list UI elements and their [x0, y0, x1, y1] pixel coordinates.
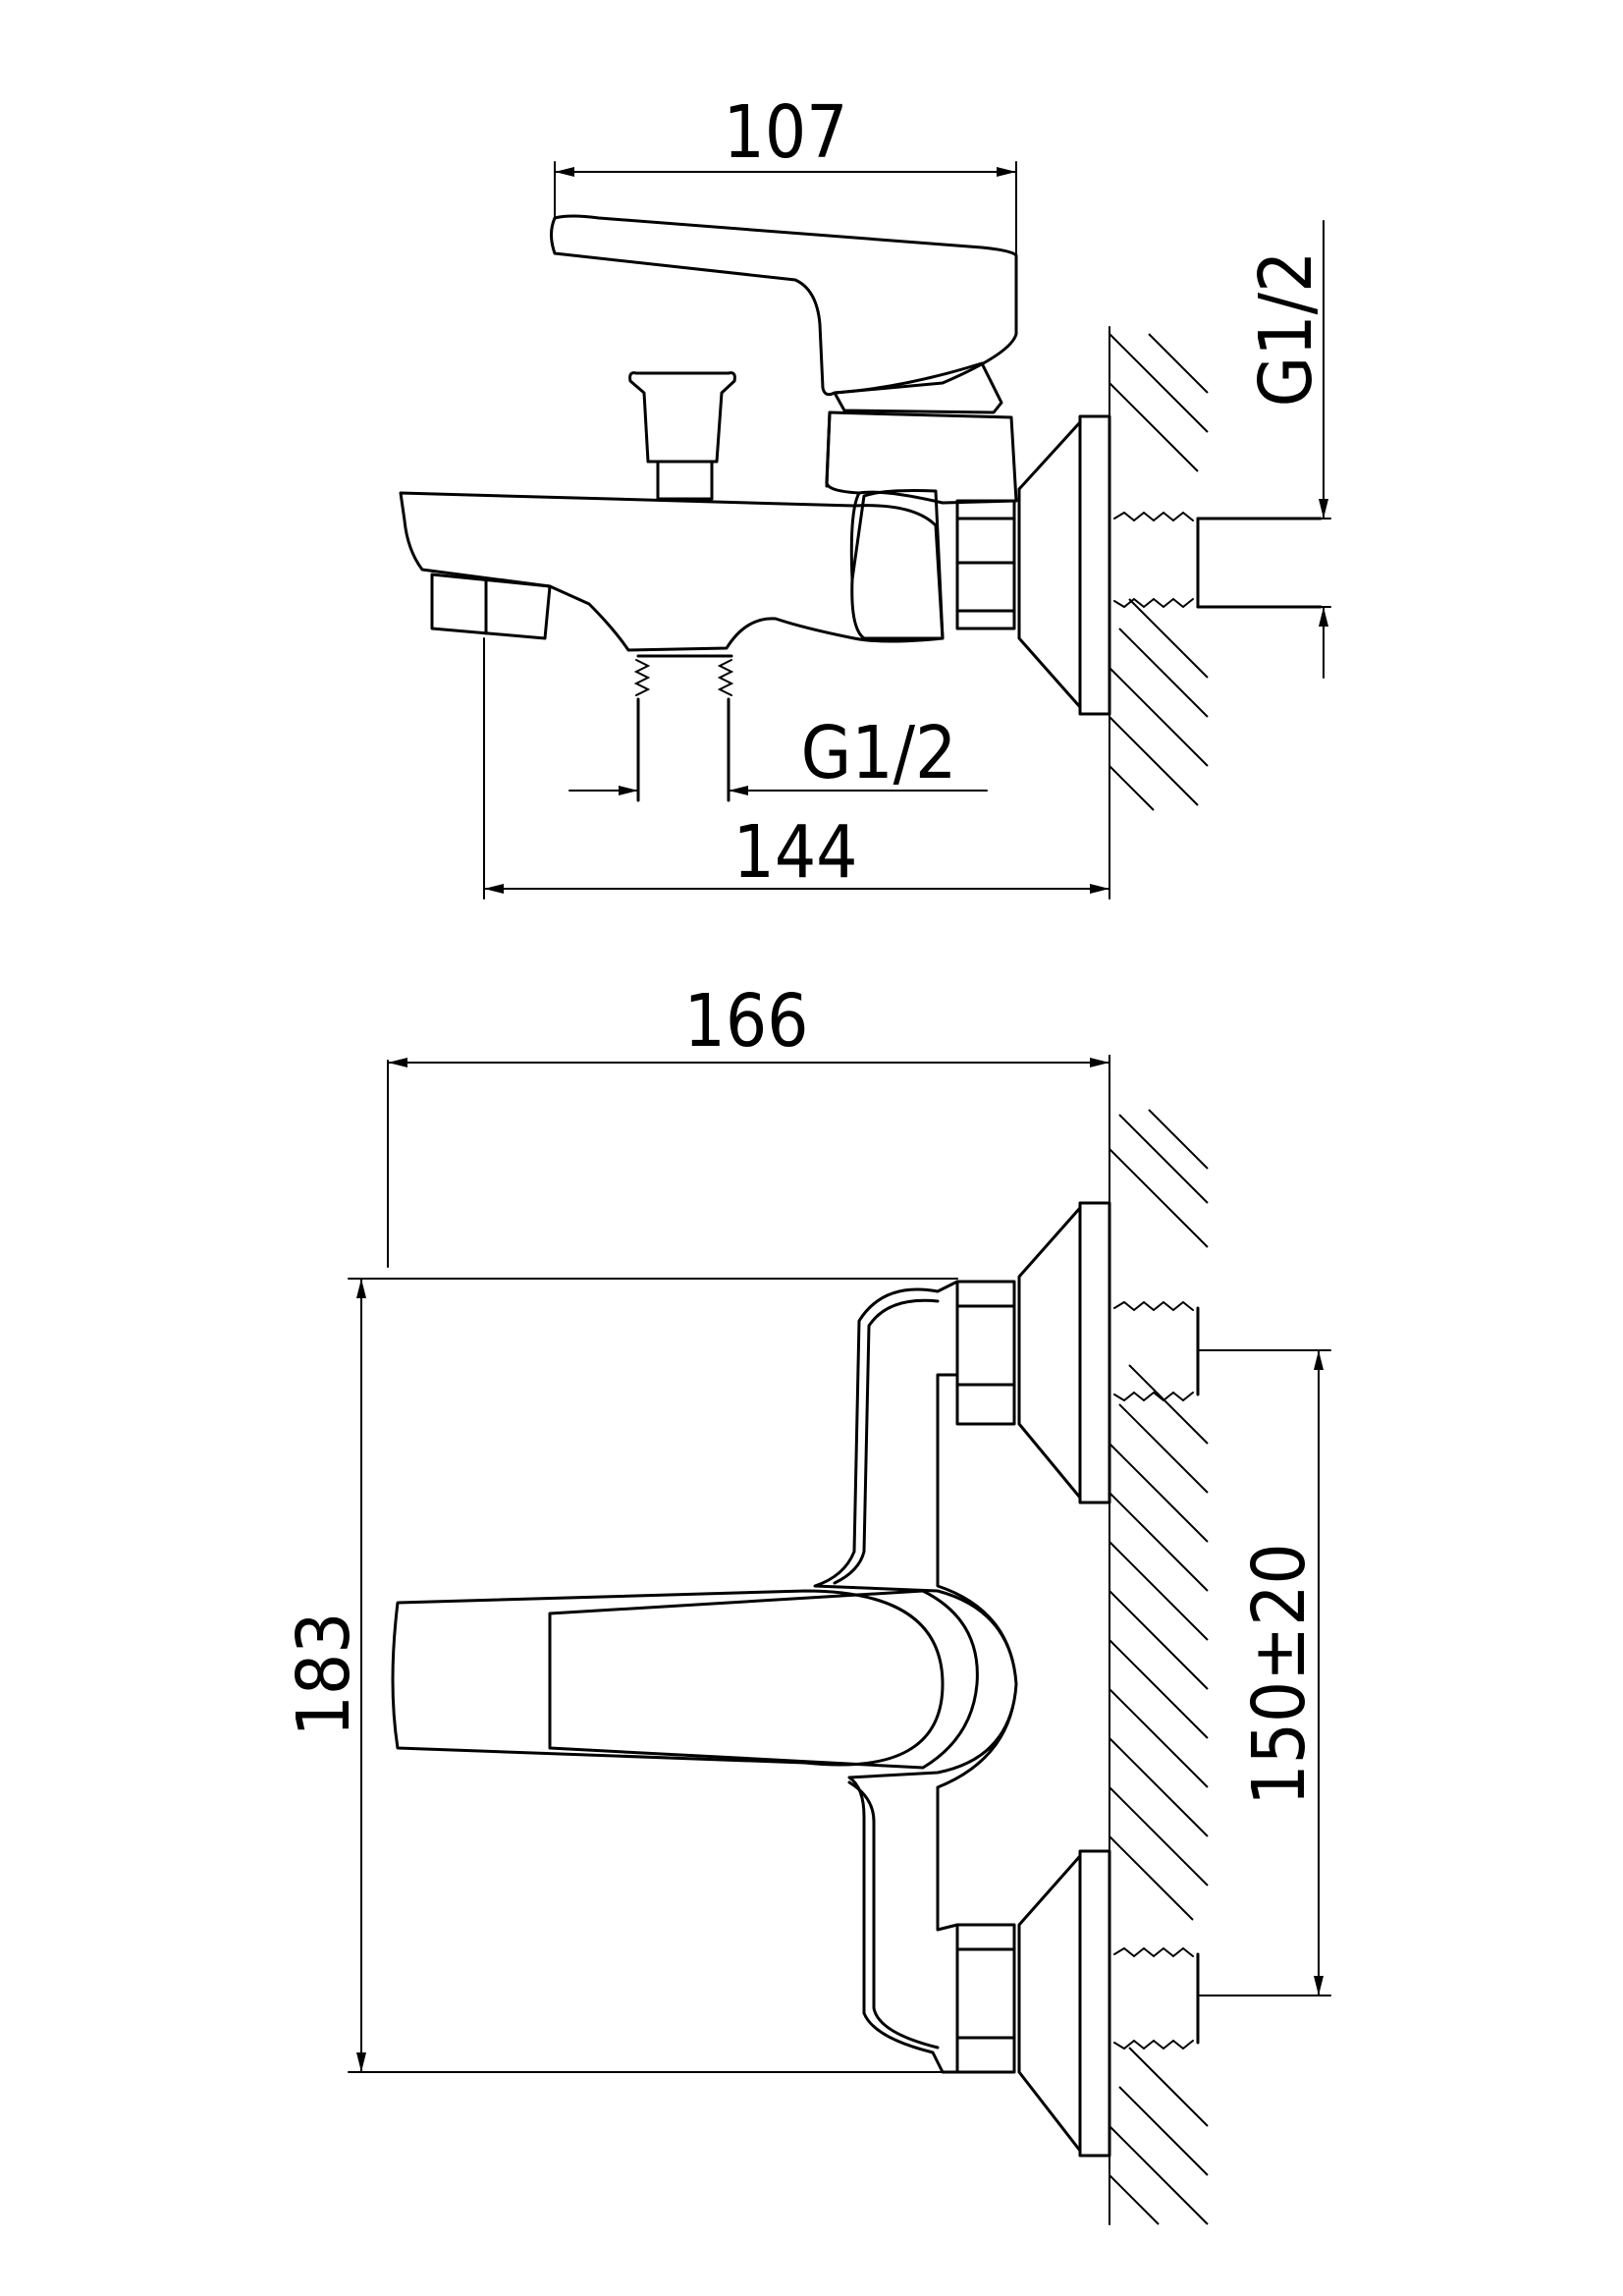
side-diverter-knob [628, 371, 736, 501]
dim-front-centers: 150±20 [1197, 1349, 1331, 1996]
side-wall-flange [1017, 414, 1111, 716]
front-lever-handle [391, 1589, 979, 1770]
side-inlet-nut [955, 499, 1016, 630]
dim-side-wall-thread: G1/2 [1244, 220, 1331, 679]
side-view: 107 G1/2 G1/2 144 [399, 90, 1331, 900]
side-inlet-thread [1113, 511, 1323, 609]
front-mixer-body [813, 1280, 1018, 2074]
side-outlet-thread [633, 654, 734, 802]
side-mixer-body [399, 410, 1018, 652]
front-upper-flange [955, 1201, 1200, 1504]
dim-label-166: 166 [683, 979, 808, 1064]
dim-label-107: 107 [723, 90, 847, 175]
front-view: 166 183 150±20 [282, 979, 1331, 2225]
dim-label-183: 183 [282, 1612, 366, 1736]
side-lever-handle [550, 214, 1018, 414]
dim-side-projection: 144 [483, 637, 1110, 900]
dim-label-150-20: 150±20 [1237, 1543, 1322, 1806]
dim-label-144: 144 [732, 810, 857, 895]
dim-side-outlet-thread: G1/2 [568, 711, 988, 795]
dim-front-width: 166 [387, 979, 1110, 1268]
dim-side-handle-length: 107 [554, 90, 1017, 256]
front-lower-flange [955, 1849, 1200, 2158]
dim-label-wall-g12: G1/2 [1244, 251, 1328, 408]
dim-front-height: 183 [282, 1278, 958, 2073]
side-wall-hatch [1109, 326, 1209, 811]
dim-label-outlet-g12: G1/2 [801, 711, 957, 795]
